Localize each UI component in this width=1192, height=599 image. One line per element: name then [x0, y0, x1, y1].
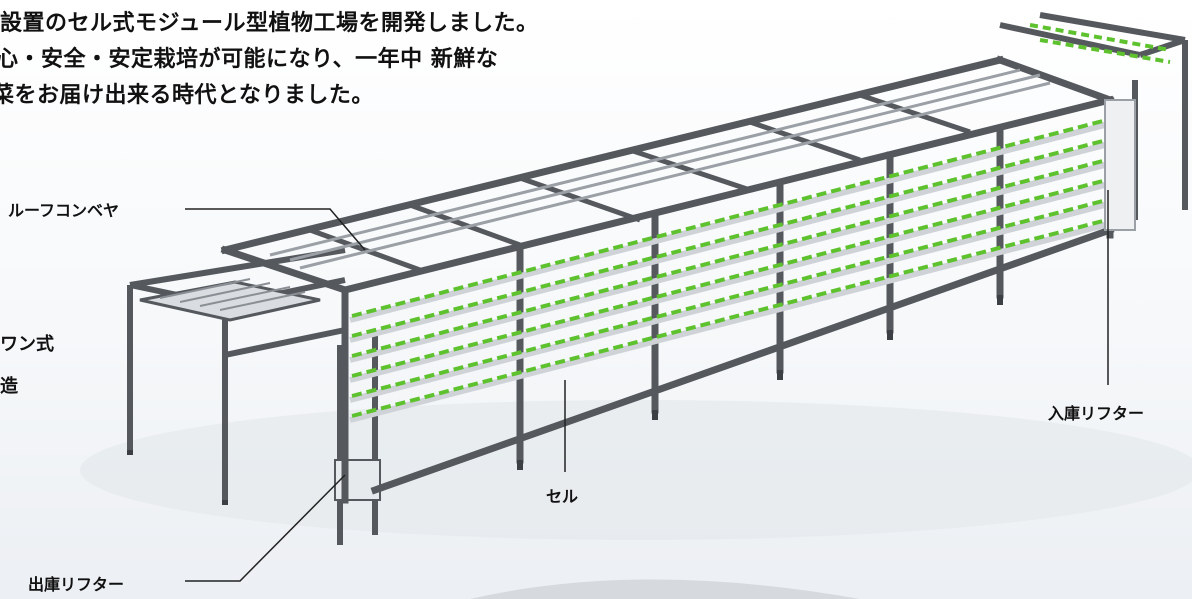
intro-line-1: 設置のセル式モジュール型植物工場を開発しました。 — [0, 11, 539, 36]
label-structure: 造 — [0, 376, 18, 397]
dome-shape — [470, 579, 860, 599]
label-outbound-lifter: 出庫リフター — [28, 575, 125, 594]
cell-shelves — [349, 119, 1106, 423]
label-one-way: ワン式 — [0, 334, 54, 355]
main-frame — [220, 55, 1115, 504]
intro-line-3: 菜をお届け出来る時代となりました。 — [0, 83, 374, 108]
leader-lines — [185, 190, 1109, 582]
intro-text: 設置のセル式モジュール型植物工場を開発しました。 心・安全・安定栽培が可能になり… — [0, 6, 538, 114]
label-inbound-lifter: 入庫リフター — [1048, 404, 1145, 423]
label-cell: セル — [546, 487, 579, 506]
label-roof-conveyor: ルーフコンベヤ — [8, 201, 120, 220]
intro-line-2: 心・安全・安定栽培が可能になり、一年中 新鮮な — [0, 47, 499, 72]
